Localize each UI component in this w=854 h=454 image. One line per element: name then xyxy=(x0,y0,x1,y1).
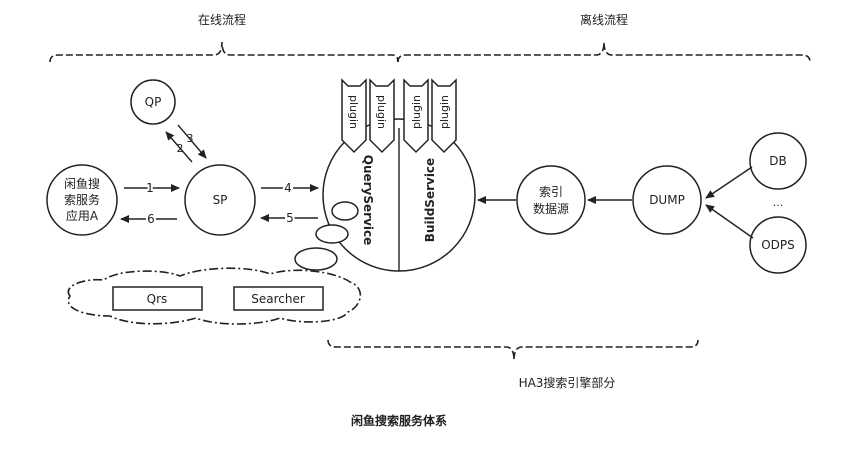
qrs-box xyxy=(112,286,203,311)
thought-bubble-small xyxy=(331,201,359,221)
plugin-tab-1: plugin xyxy=(341,78,367,154)
ha3-label: HA3搜索引擎部分 xyxy=(519,375,616,390)
edge-5-label: 5 xyxy=(286,211,294,225)
svg-text:plugin: plugin xyxy=(410,95,423,129)
svg-text:plugin: plugin xyxy=(375,95,388,129)
app-a-label-line2: 索服务 xyxy=(64,192,100,207)
diagram-caption: 闲鱼搜索服务体系 xyxy=(351,413,447,428)
index-source-label-line1: 索引 xyxy=(539,185,563,199)
searcher-label: Searcher xyxy=(251,292,305,306)
sp-label: SP xyxy=(213,193,228,207)
app-a-label-line3: 应用A xyxy=(66,208,99,223)
online-brace xyxy=(49,41,399,63)
index-source-node xyxy=(516,165,586,235)
edge-2-arrow xyxy=(165,131,193,163)
odps-node xyxy=(749,216,807,274)
dump-label: DUMP xyxy=(649,193,685,207)
odps-to-dump-arrow xyxy=(705,204,754,239)
plugin-tab-3: plugin xyxy=(403,78,429,154)
sp-node xyxy=(184,164,256,236)
edge-1-label: 1 xyxy=(146,181,154,195)
qp-node xyxy=(130,79,176,125)
query-service-label: QueryService xyxy=(361,155,375,246)
qp-label: QP xyxy=(145,95,162,109)
edge-2-label: 2 xyxy=(177,142,184,155)
offline-brace xyxy=(397,41,811,63)
thought-bubble-medium xyxy=(315,224,349,244)
odps-label: ODPS xyxy=(761,238,795,252)
edge-6-label: 6 xyxy=(147,212,155,226)
online-flow-label: 在线流程 xyxy=(198,12,246,27)
thought-bubble-large xyxy=(294,247,338,271)
build-service-label: BuildService xyxy=(423,158,437,242)
db-to-dump-arrow xyxy=(705,166,753,199)
ha3-brace xyxy=(327,339,699,361)
edge-3-arrow xyxy=(177,124,207,159)
source-ellipsis: ... xyxy=(773,196,784,209)
dump-node xyxy=(632,165,702,235)
db-label: DB xyxy=(769,154,786,168)
svg-text:plugin: plugin xyxy=(438,95,451,129)
qrs-label: Qrs xyxy=(147,292,168,306)
app-a-label-line1: 闲鱼搜 xyxy=(64,176,100,191)
edge-3-label: 3 xyxy=(187,132,194,145)
index-source-label-line2: 数据源 xyxy=(533,201,569,216)
plugin-tab-4: plugin xyxy=(431,78,457,154)
plugin-tab-2: plugin xyxy=(369,78,395,154)
searcher-box xyxy=(233,286,324,311)
app-a-node xyxy=(46,164,118,236)
offline-flow-label: 离线流程 xyxy=(580,12,628,27)
edge-4-label: 4 xyxy=(284,181,292,195)
db-node xyxy=(749,132,807,190)
svg-text:plugin: plugin xyxy=(347,95,360,129)
